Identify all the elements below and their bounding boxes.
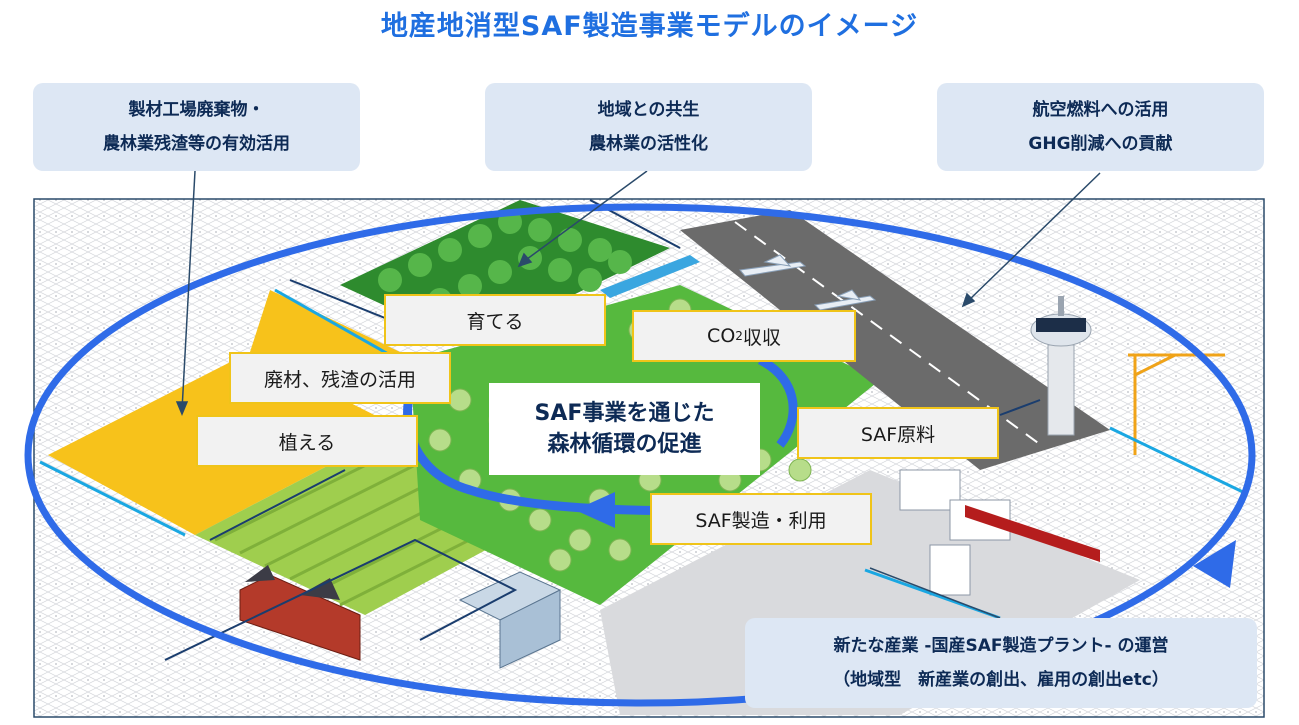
callout-line: 新たな産業 -国産SAF製造プラント- の運営 — [833, 636, 1169, 656]
page-title: 地産地消型SAF製造事業モデルのイメージ — [380, 11, 919, 42]
co2-text: CO — [707, 325, 736, 347]
callout-aviation-fuel: 航空燃料への活用 GHG削減への貢献 — [937, 83, 1264, 171]
label-grow: 育てる — [384, 294, 606, 346]
co2-subscript: 2 — [735, 329, 743, 343]
control-tower — [1030, 296, 1092, 436]
callout-line: 地域との共生 — [597, 100, 700, 120]
cycle-arrowhead — [575, 492, 615, 528]
center-message: SAF事業を通じた 森林循環の促進 — [489, 383, 760, 475]
outer-ring — [24, 203, 1256, 707]
center-line: 森林循環の促進 — [547, 432, 702, 457]
callout-line: 製材工場廃棄物・ — [128, 100, 265, 120]
label-plant: 植える — [196, 415, 418, 467]
co2-absorb-text: 収収 — [742, 326, 781, 349]
crane — [1128, 353, 1225, 455]
callout-line: 航空燃料への活用 — [1032, 100, 1169, 120]
airplanes — [739, 254, 877, 311]
cycle-arrow-right — [757, 355, 798, 448]
callout-line: GHG削減への貢献 — [1028, 134, 1173, 154]
callout-new-industry: 新たな産業 -国産SAF製造プラント- の運営 （地域型 新産業の創出、雇用の創… — [745, 618, 1257, 708]
label-saf-material: SAF原料 — [797, 407, 999, 459]
callout-line: （地域型 新産業の創出、雇用の創出etc） — [833, 670, 1169, 690]
callout-waste-utilization: 製材工場廃棄物・ 農林業残渣等の有効活用 — [33, 83, 360, 171]
greenhouse — [458, 571, 562, 669]
train — [965, 505, 1100, 562]
label-saf-manufacture: SAF製造・利用 — [650, 493, 872, 545]
runway — [680, 210, 1110, 470]
center-line: SAF事業を通じた — [534, 401, 715, 426]
callout-line: 農林業の活性化 — [589, 134, 708, 154]
callout-regional-coexistence: 地域との共生 農林業の活性化 — [485, 83, 812, 171]
brick-building — [239, 565, 361, 661]
callout-line: 農林業残渣等の有効活用 — [103, 134, 290, 154]
label-waste-residue: 廃材、残渣の活用 — [229, 352, 451, 404]
cycle-arrow-left — [403, 357, 731, 516]
callout-pointers — [175, 170, 1101, 619]
ring-arrowhead — [1193, 540, 1236, 588]
